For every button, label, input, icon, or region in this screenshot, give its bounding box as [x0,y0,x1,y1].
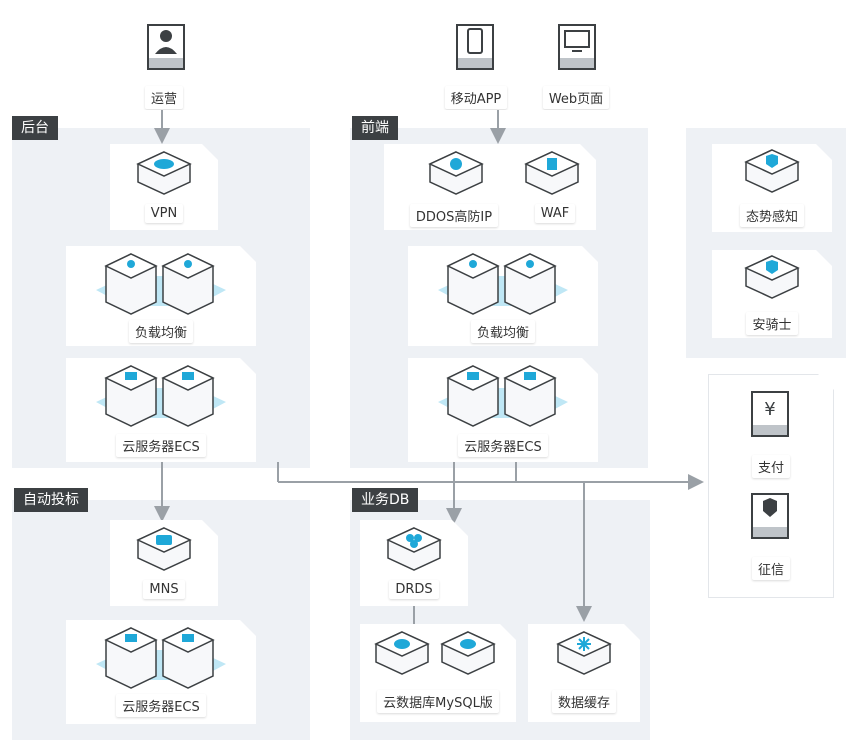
node-label-security-guard: 安骑士 [746,312,797,335]
node-label-slb-frontend: 负载均衡 [471,320,535,343]
node-label-ecs-auto: 云服务器ECS [116,694,206,717]
cache-icon [554,630,614,678]
database-icon [96,624,226,696]
node-ecs-backend: 云服务器ECS [66,358,256,462]
network-icon [96,250,226,322]
node-slb-backend: 负载均衡 [66,246,256,346]
node-slb-frontend: 负载均衡 [408,246,598,346]
node-ddos-waf: DDOS高防IP WAF [384,144,596,230]
node-situational-awareness: 态势感知 [712,144,832,232]
node-external-services: ¥ 支付 征信 [708,374,834,598]
database-icon [438,362,568,434]
node-vpn: VPN [110,144,218,230]
node-mns: MNS [110,520,218,606]
node-ecs-frontend: 云服务器ECS [408,358,598,462]
node-clients: 移动APP Web页面 [426,14,632,110]
node-label-ecs-backend: 云服务器ECS [116,434,206,457]
node-label-data-cache: 数据缓存 [552,690,616,713]
zone-label-backend: 后台 [12,116,58,140]
svg-text:¥: ¥ [764,399,775,420]
zone-label-auto-delivery: 自动投标 [14,488,88,512]
node-drds: DRDS [360,520,468,606]
node-label-waf: WAF [535,204,576,223]
node-label-drds: DRDS [389,580,438,599]
zone-label-frontend: 前端 [352,116,398,140]
node-label-mns: MNS [143,580,184,599]
user-icon [147,24,185,70]
node-label-credit: 征信 [752,557,790,580]
zone-label-business-db: 业务DB [352,488,419,512]
message-icon [134,526,194,574]
shield-icon [742,254,802,302]
yen-icon: ¥ [751,391,789,437]
node-security-guard: 安骑士 [712,250,832,338]
shield-icon [426,150,486,198]
node-ecs-auto: 云服务器ECS [66,620,256,724]
network-icon [438,250,568,322]
node-label-situational-awareness: 态势感知 [740,204,804,227]
node-label-ecs-frontend: 云服务器ECS [458,434,548,457]
shield-icon [742,148,802,196]
node-mysql: 云数据库MySQL版 [360,624,516,722]
node-ops: 运营 [110,14,218,110]
node-label-mysql: 云数据库MySQL版 [377,690,499,713]
node-label-ops: 运营 [145,86,183,109]
node-label-payment: 支付 [752,455,790,478]
node-label-mobile-app: 移动APP [445,86,508,109]
database-icon [372,630,502,686]
database-icon [96,362,226,434]
node-label-slb-backend: 负载均衡 [129,320,193,343]
node-label-vpn: VPN [145,204,183,223]
cloud-icon [134,150,194,198]
node-label-ddos: DDOS高防IP [410,204,498,227]
shield-icon [522,150,582,198]
monitor-icon [558,24,596,70]
shield-icon [751,493,789,539]
database-icon [384,526,444,574]
node-label-web-page: Web页面 [543,86,609,109]
node-data-cache: 数据缓存 [528,624,640,722]
phone-icon [456,24,494,70]
